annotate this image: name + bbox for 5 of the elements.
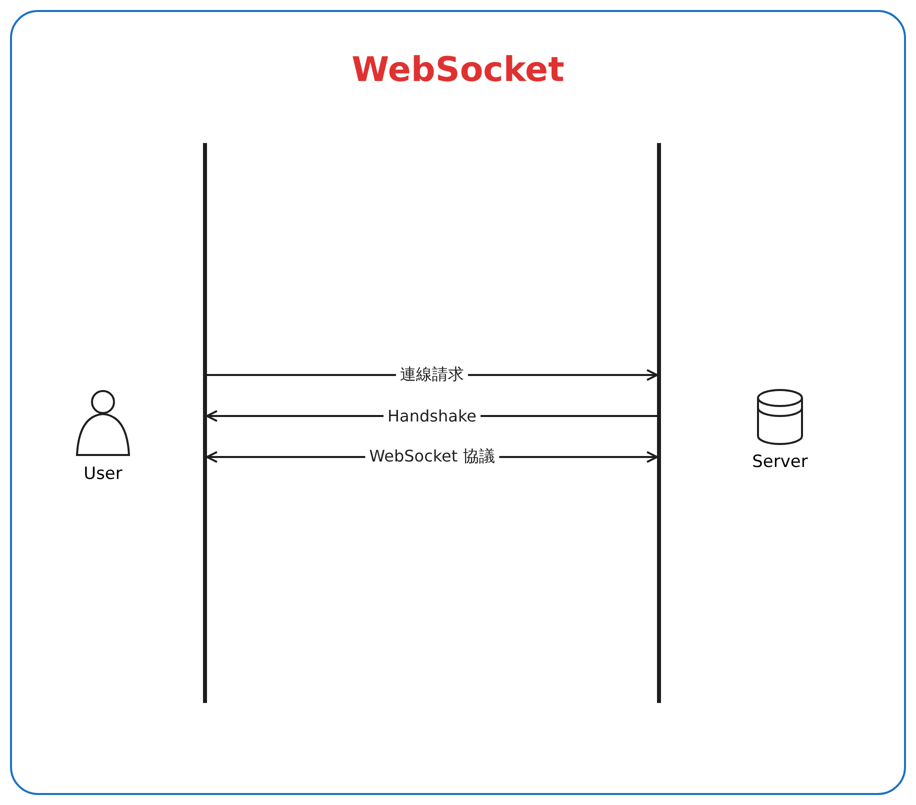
diagram-title: WebSocket: [350, 50, 566, 90]
lifeline: [203, 143, 207, 703]
actor-label: Server: [751, 452, 809, 472]
lifeline: [657, 143, 661, 703]
actor-label: User: [82, 464, 124, 484]
